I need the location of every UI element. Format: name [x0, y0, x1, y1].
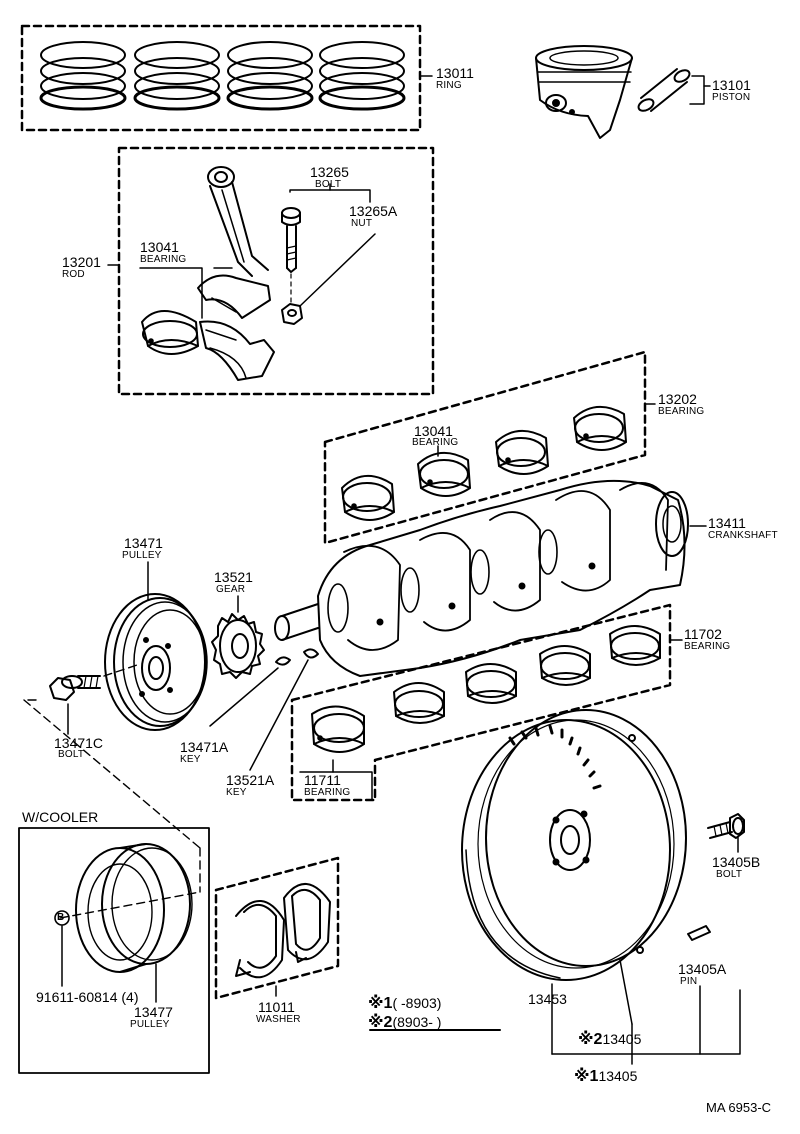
flywheel-bolt-name: BOLT: [716, 869, 743, 880]
washer-number: 11011: [258, 999, 295, 1015]
upper-bearing-1: [341, 475, 395, 521]
upper-main-bearing-set: [323, 350, 656, 545]
lower-bearing-3: [465, 663, 517, 704]
thrust-bearing-callout: [299, 771, 373, 801]
gear-key-name: KEY: [226, 787, 247, 798]
thrust-washer-2: [283, 882, 331, 963]
pulley-bolt-name: BOLT: [58, 749, 85, 760]
cooler-title: W/COOLER: [22, 809, 99, 825]
rod-name: ROD: [62, 269, 85, 280]
cooler-bolt-marker: B: [57, 912, 65, 923]
lower-main-bearing-number: 11702: [684, 626, 722, 642]
thrust-washer-1: [235, 899, 285, 979]
lower-main-bearing-name: BEARING: [684, 641, 731, 652]
ring-number: 13011: [436, 65, 474, 81]
upper-bearing-4: [573, 406, 627, 451]
pulley-bolt: [49, 675, 101, 735]
upper-main-bearing-number: 13202: [658, 391, 697, 407]
assembly-guide-lines: [23, 663, 201, 919]
cooler-pulley-number: 13477: [134, 1004, 173, 1020]
flywheel-callout-lines: [551, 985, 741, 1065]
ring-gear-number: 13453: [528, 991, 567, 1007]
cooler-pulley-name: PULLEY: [130, 1019, 170, 1030]
crankshaft: [274, 479, 707, 677]
rod-bolt-number: 13265: [310, 164, 349, 180]
cooler-section: [18, 827, 210, 1074]
piston-ring-set: [20, 24, 433, 132]
bearing-13041-name: BEARING: [412, 437, 459, 448]
lower-bearing-5: [609, 625, 661, 666]
pulley-name: PULLEY: [122, 550, 162, 561]
flywheel-pin-number: 13405A: [678, 961, 727, 977]
upper-bearing-2: [417, 452, 471, 497]
nut-name: NUT: [351, 218, 373, 229]
thrust-bearing-number: 11711: [304, 772, 341, 788]
lower-bearing-2: [393, 682, 445, 724]
callout-2-mark: ※2: [578, 1031, 603, 1048]
callout-2-number: 13405: [602, 1031, 642, 1047]
legend-range-2: (8903- ): [392, 1014, 442, 1030]
lower-bearing-4: [539, 645, 591, 686]
connecting-rod: [197, 166, 271, 319]
flywheel-callout-2: ※213405: [578, 1029, 641, 1049]
ring-stack-2: [133, 41, 221, 111]
lower-main-bearing-set: [290, 603, 683, 802]
crankshaft-number: 13411: [708, 515, 746, 531]
legend-row-2: ※2(8903- ): [368, 1012, 441, 1032]
flywheel-bolt: [707, 813, 745, 853]
ring-stack-1: [39, 41, 127, 111]
connecting-rod-group: [107, 146, 435, 396]
pulley-key-name: KEY: [180, 754, 201, 765]
callout-1-number: 13405: [598, 1068, 638, 1084]
flywheel-pin-name: PIN: [680, 976, 698, 987]
cooler-pulley: [75, 843, 193, 973]
thrust-washer-set: [214, 856, 340, 1000]
gear-number: 13521: [214, 569, 253, 585]
ring-stack-4: [318, 41, 406, 111]
rod-number: 13201: [62, 254, 101, 270]
ring-stack-3: [226, 41, 314, 111]
piston-name: PISTON: [712, 92, 751, 103]
pulley-key-number: 13471A: [180, 739, 229, 755]
upper-main-bearing-name: BEARING: [658, 406, 705, 417]
gear-name: GEAR: [216, 584, 246, 595]
woodruff-keys: [209, 648, 319, 771]
piston-pin: [637, 68, 711, 112]
legend-range-1: ( -8903): [392, 995, 442, 1011]
rod-bearing-number: 13041: [140, 239, 179, 255]
nut-number: 13265A: [349, 203, 398, 219]
rod-cap: [199, 320, 275, 381]
legend-row-1: ※1( -8903): [368, 993, 441, 1013]
upper-bearing-3: [495, 430, 549, 475]
washer-name: WASHER: [256, 1014, 301, 1025]
rod-nut: [281, 303, 303, 325]
legend-mark-1: ※1: [368, 995, 393, 1012]
crankshaft-name: CRANKSHAFT: [708, 530, 778, 541]
cooler-bolt-number: 91611-60814 (4): [36, 989, 139, 1005]
legend-mark-2: ※2: [368, 1014, 393, 1031]
pulley-bolt-number: 13471C: [54, 735, 104, 751]
flywheel-callout-1: ※113405: [574, 1066, 637, 1086]
ring-name: RING: [436, 80, 462, 91]
rod-bolt-name: BOLT: [315, 179, 342, 190]
rod-bearing-shell: [141, 310, 199, 355]
rod-bolt: [281, 207, 301, 273]
thrust-bearing-name: BEARING: [304, 787, 351, 798]
flywheel-bolt-number: 13405B: [712, 854, 761, 870]
piston-number: 13101: [712, 77, 751, 93]
flywheel: [461, 709, 687, 1055]
flywheel-pin: [687, 925, 711, 941]
crank-pulley: [104, 561, 208, 731]
rod-bearing-name: BEARING: [140, 254, 187, 265]
timing-gear: [211, 595, 265, 679]
piston: [535, 45, 633, 139]
callout-1-mark: ※1: [574, 1068, 599, 1085]
lower-bearing-1: [311, 705, 365, 753]
pulley-number: 13471: [124, 535, 163, 551]
gear-key-number: 13521A: [226, 772, 275, 788]
bearing-13041-number: 13041: [414, 423, 453, 439]
diagram-code: MA 6953-C: [706, 1100, 772, 1115]
